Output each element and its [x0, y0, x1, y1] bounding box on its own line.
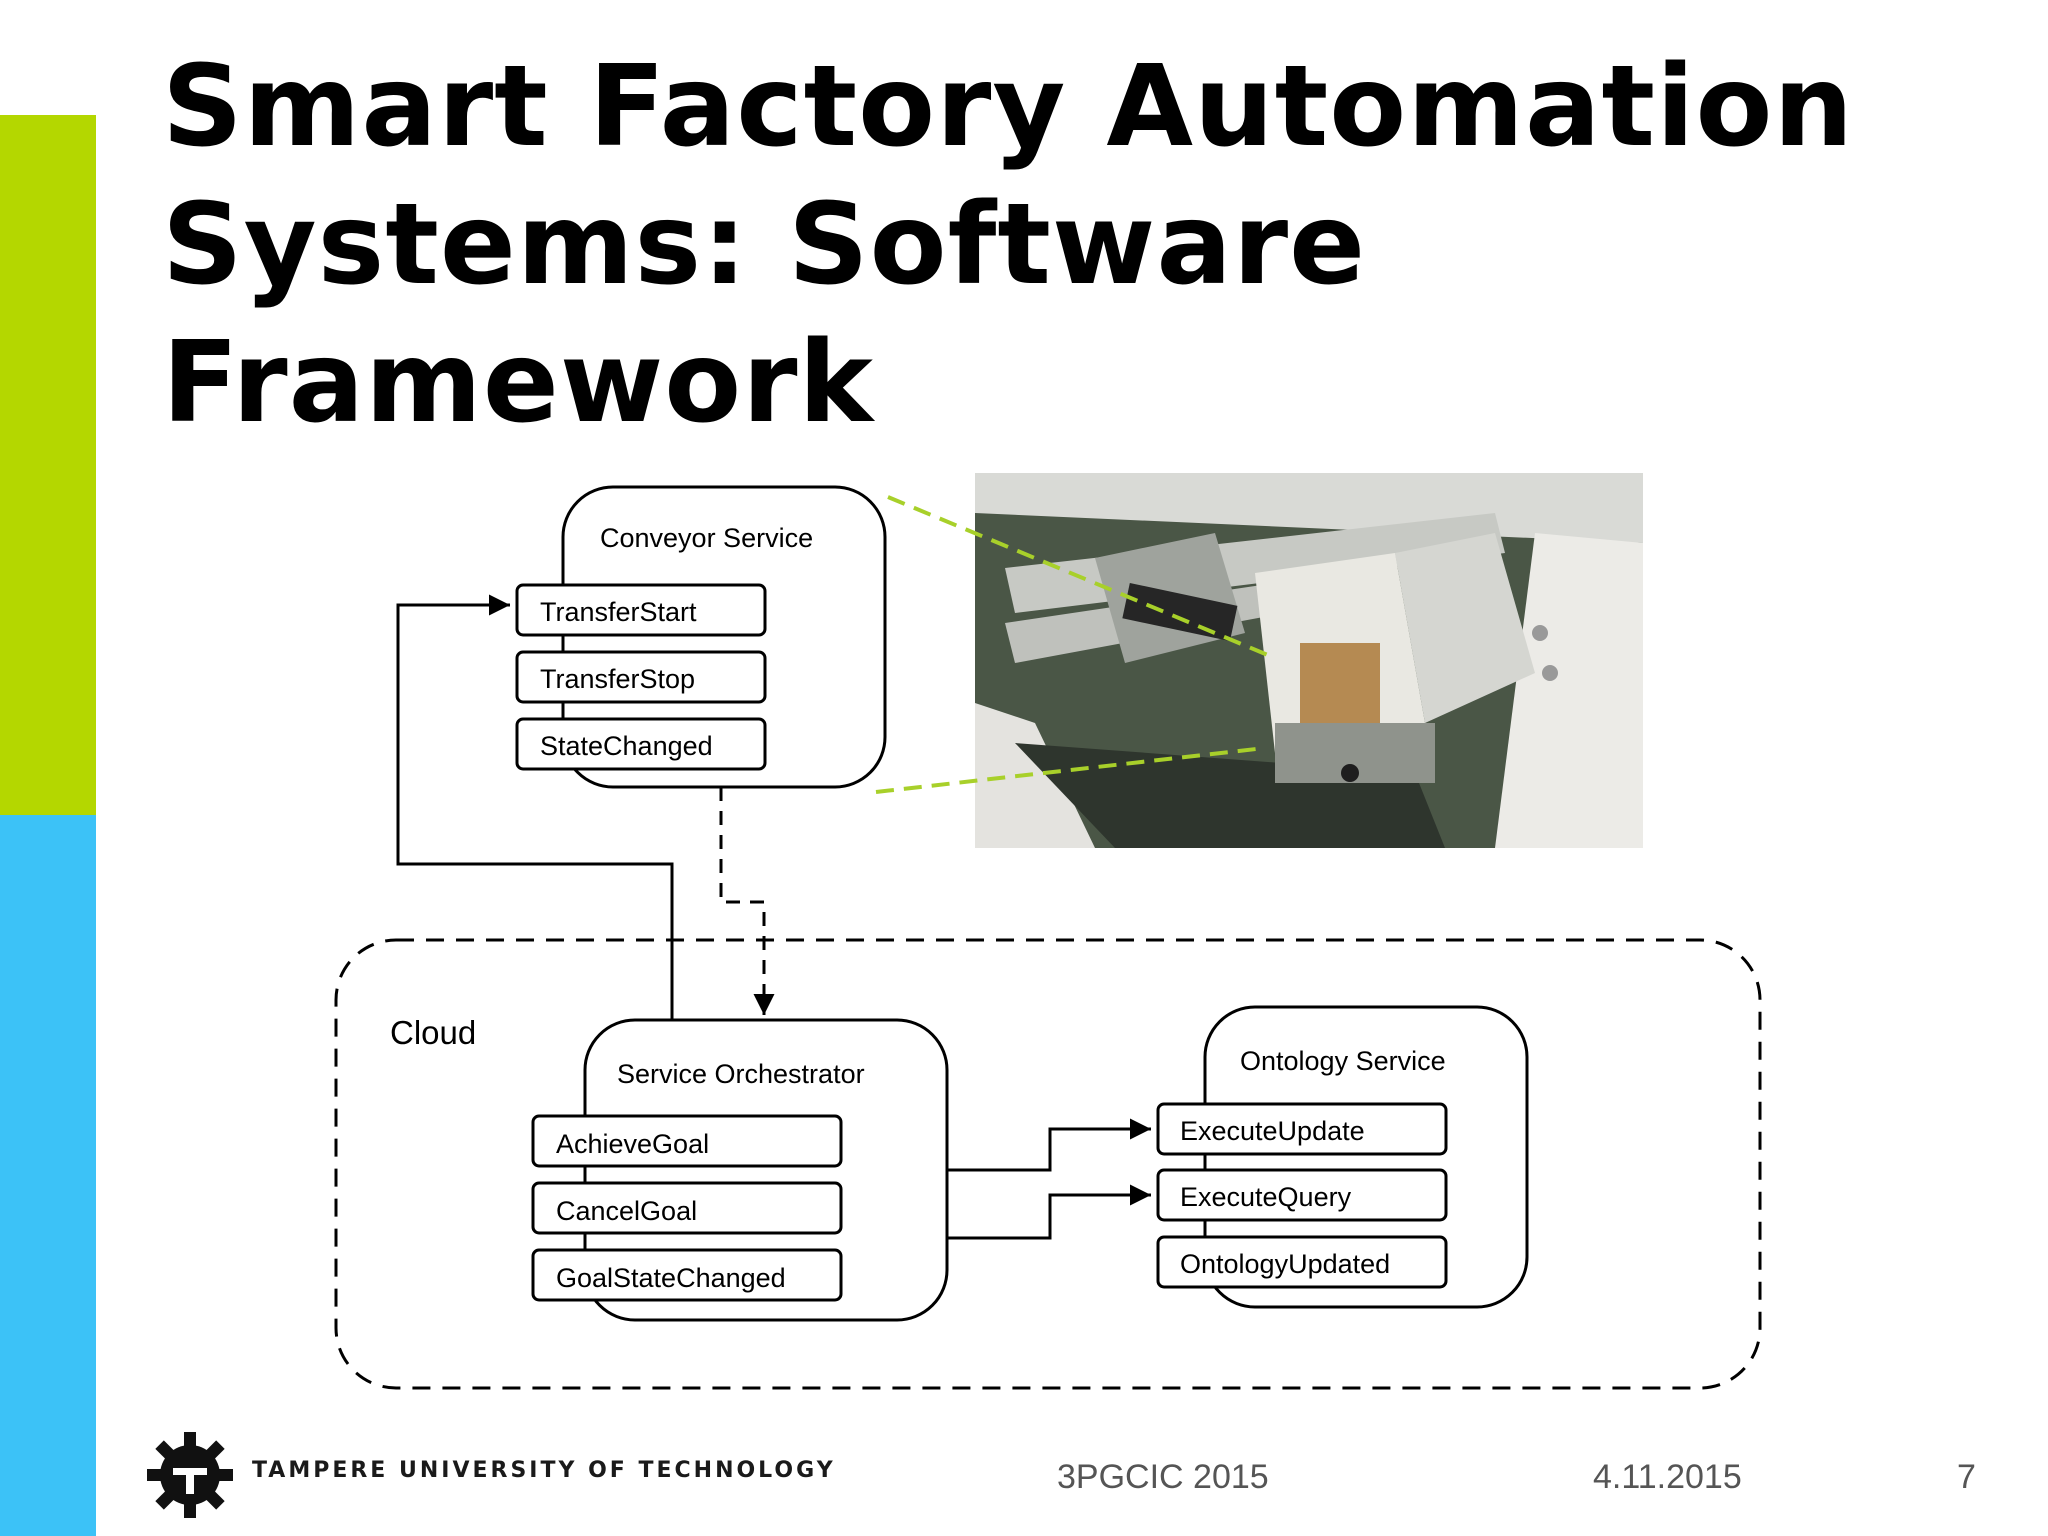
service-orchestrator-title: Service Orchestrator [617, 1059, 865, 1089]
op-goalstatechanged [531, 1248, 843, 1302]
op-transferstart [515, 583, 767, 637]
title-line-3: Framework [162, 318, 874, 448]
op-statechanged [515, 717, 767, 771]
op-cancelgoal-label: CancelGoal [556, 1196, 697, 1226]
title-line-2: Systems: Software [162, 180, 1367, 310]
op-cancelgoal [531, 1181, 843, 1235]
conveyor-service-title: Conveyor Service [600, 523, 813, 553]
cloud-boundary [334, 938, 1762, 1390]
op-transferstart-label: TransferStart [540, 597, 697, 627]
footer-conference: 3PGCIC 2015 [1057, 1458, 1269, 1496]
op-ontologyupdated-label: OntologyUpdated [1180, 1249, 1390, 1279]
photo-leader-top [887, 495, 1276, 660]
op-statechanged-label: StateChanged [540, 731, 713, 761]
footer-page-number: 7 [1957, 1458, 1976, 1496]
photo-leader-bottom [875, 746, 1266, 794]
op-executequery [1156, 1168, 1448, 1222]
title-line-1: Smart Factory Automation [162, 42, 1855, 172]
op-transferstop [515, 650, 767, 704]
cloud-label: Cloud [390, 1014, 476, 1051]
arrow-orchestrator-to-executequery [947, 1184, 1151, 1240]
arrow-orchestrator-to-transferstart [396, 594, 674, 1020]
op-transferstop-label: TransferStop [540, 664, 695, 694]
conveyor-service-box [561, 485, 887, 789]
op-executeupdate-label: ExecuteUpdate [1180, 1116, 1365, 1146]
op-ontologyupdated [1156, 1235, 1448, 1289]
university-name: TAMPERE UNIVERSITY OF TECHNOLOGY [252, 1458, 836, 1483]
accent-bar-green [0, 115, 96, 827]
slide-title: Smart Factory Automation Systems: Softwa… [162, 38, 1982, 452]
arrow-orchestrator-to-executeupdate [947, 1118, 1151, 1172]
university-logo-icon [147, 1432, 233, 1518]
op-executeupdate [1156, 1102, 1448, 1156]
conveyor-photo [975, 473, 1643, 848]
op-goalstatechanged-label: GoalStateChanged [556, 1263, 786, 1293]
op-achievegoal [531, 1114, 843, 1168]
ontology-service-title: Ontology Service [1240, 1046, 1446, 1076]
op-executequery-label: ExecuteQuery [1180, 1182, 1352, 1212]
op-achievegoal-label: AchieveGoal [556, 1129, 709, 1159]
footer-date: 4.11.2015 [1593, 1458, 1742, 1496]
arrow-statechanged-to-orchestrator [719, 787, 775, 1015]
ontology-service-box [1203, 1005, 1529, 1309]
accent-bar-blue [0, 815, 96, 1536]
